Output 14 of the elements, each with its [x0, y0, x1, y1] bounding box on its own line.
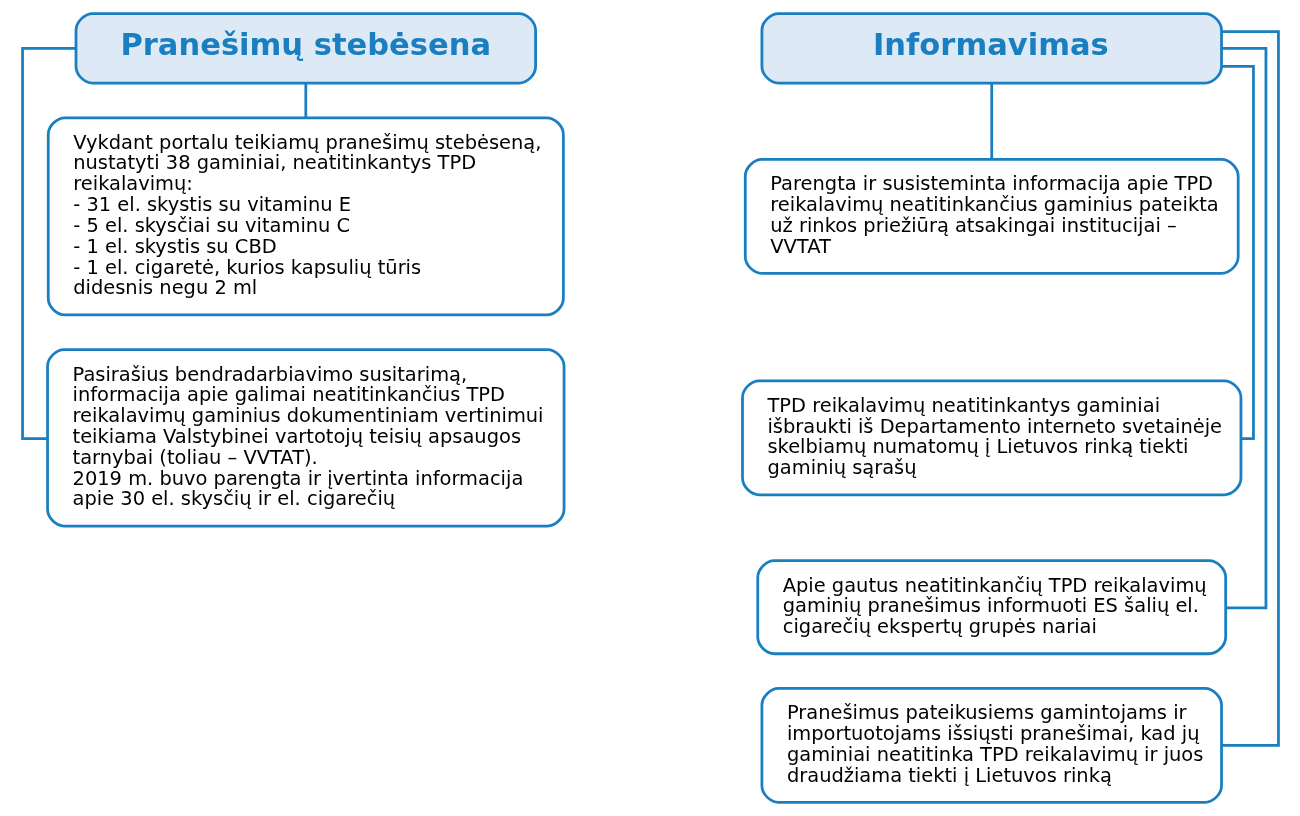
node-box: Parengta ir susisteminta informacija apie TPD reikalavimų neatitinkančius gaminius pateikta už rinkos priežiūrą atsakingai institucijai – VVTAT	[743, 158, 1240, 275]
node-box: Pranešimų stebėsena	[74, 12, 537, 85]
node-box: Pranešimus pateikusiems gamintojams ir importuotojams išsiųsti pranešimai, kad jų gaminiai neatitinka TPD reikalavimų ir juos draudžiama tiekti į Lietuvos rinką	[760, 687, 1223, 804]
connector	[303, 83, 307, 118]
connector	[1221, 47, 1267, 610]
connector	[989, 83, 993, 160]
connector	[1221, 65, 1255, 440]
node-box: Vykdant portalu teikiamų pranešimų stebėseną, nustatyti 38 gaminiai, neatitinkantys TPD reikalavimų: - 31 el. skystis su vitaminu E - 5 el. skysčiai su vitaminu C - 1 el. skystis su CBD - 1 el. cigaretė, kurios kapsulių tūris didesnis negu 2 ml	[46, 116, 565, 317]
connector	[20, 47, 76, 440]
connector	[1221, 30, 1280, 747]
node-box: Apie gautus neatitinkančių TPD reikalavimų gaminių pranešimus informuoti ES šalių el. cigarečių ekspertų grupės nariai	[755, 559, 1227, 656]
node-box: Informavimas	[760, 12, 1223, 85]
node-box: Pasirašius bendradarbiavimo susitarimą, informacija apie galimai neatitinkančius TPD reikalavimų gaminius dokumentiniam vertinimui teikiama Valstybinei vartotojų teisių apsaugos tarnybai (toliau – VVTAT). 2019 m. buvo parengta ir įvertinta informacija apie 30 el. skysčių ir el. cigarečių	[45, 348, 565, 528]
node-box: TPD reikalavimų neatitinkantys gaminiai išbraukti iš Departamento interneto svetainėje skelbiamų numatomų į Lietuvos rinką tiekti gaminių sąrašų	[740, 379, 1242, 497]
